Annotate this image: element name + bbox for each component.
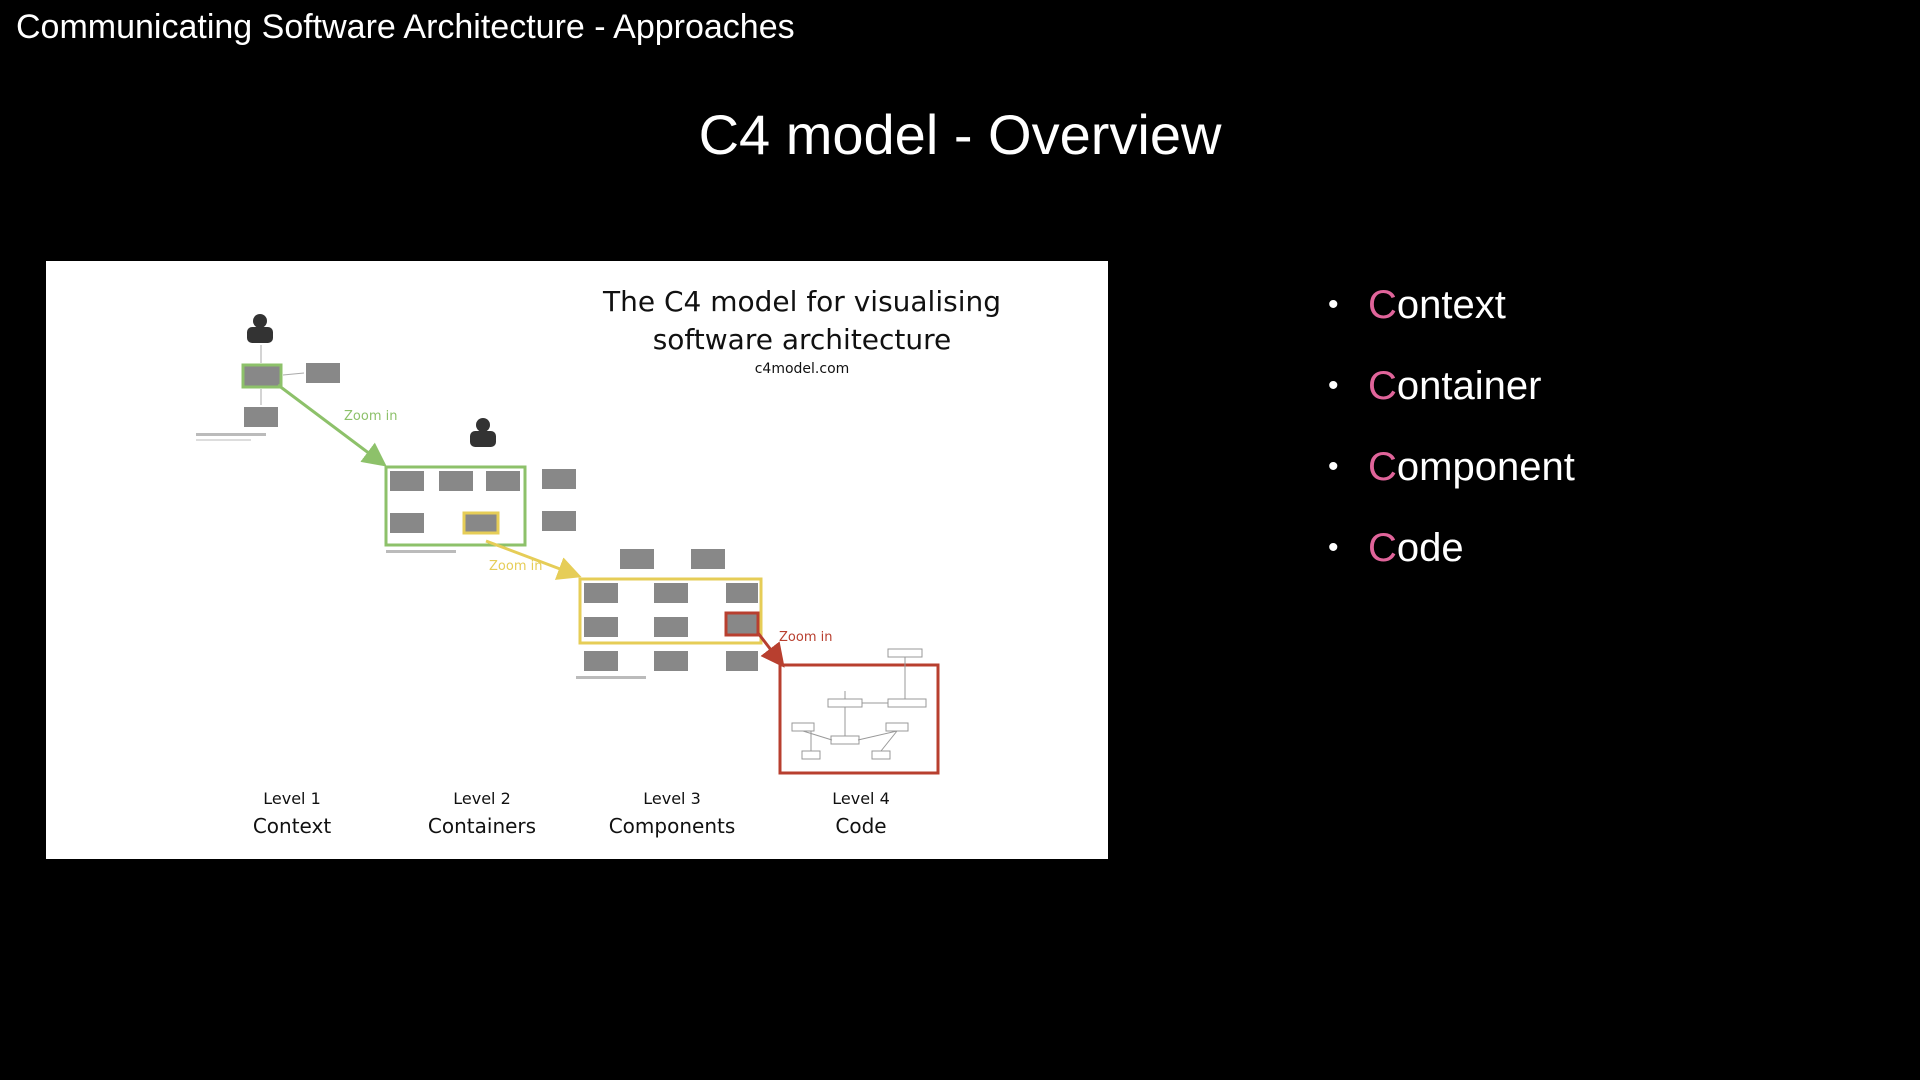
- level-2-number: Level 2: [453, 789, 511, 808]
- level1-diagram: [196, 314, 340, 441]
- figure-title-line1: The C4 model for visualising: [602, 285, 1001, 318]
- level-3-number: Level 3: [643, 789, 701, 808]
- bullet-dot: •: [1328, 287, 1339, 321]
- slide-title-text: C4 model - Overview: [698, 103, 1222, 166]
- c4-diagram-svg: The C4 model for visualising software ar…: [196, 285, 1001, 838]
- bullet-accent: C: [1368, 444, 1397, 489]
- figure-site: c4model.com: [755, 361, 850, 377]
- level-3-name: Components: [609, 814, 736, 838]
- bullet-accent: C: [1368, 525, 1397, 570]
- bullet-rest: ontext: [1396, 282, 1506, 327]
- bullet-accent: C: [1368, 363, 1397, 408]
- level-1-number: Level 1: [263, 789, 321, 808]
- level-2-name: Containers: [428, 814, 536, 838]
- level2-diagram: [384, 418, 576, 553]
- bullet-dot: •: [1328, 530, 1339, 564]
- bullet-rest: ode: [1396, 525, 1464, 570]
- bullet-dot: •: [1328, 368, 1339, 402]
- c4-diagram-image: The C4 model for visualising software ar…: [46, 261, 1108, 859]
- bullet-rest: ontainer: [1396, 363, 1542, 408]
- bullet-rest: omponent: [1396, 444, 1575, 489]
- level3-diagram: [576, 549, 763, 679]
- level-4-number: Level 4: [832, 789, 890, 808]
- zoom-label-3: Zoom in: [779, 630, 832, 645]
- bullet-dot: •: [1328, 449, 1339, 483]
- level-4-name: Code: [835, 814, 886, 838]
- zoom-label-1: Zoom in: [344, 409, 397, 424]
- bullet-accent: C: [1368, 282, 1397, 327]
- zoom-label-2: Zoom in: [489, 559, 542, 574]
- figure-title-line2: software architecture: [653, 323, 952, 356]
- level4-diagram: [778, 648, 940, 775]
- slide-title: C4 model - Overview: [0, 102, 1920, 167]
- deck-title: Communicating Software Architecture - Ap…: [16, 8, 795, 46]
- level-1-name: Context: [253, 814, 332, 838]
